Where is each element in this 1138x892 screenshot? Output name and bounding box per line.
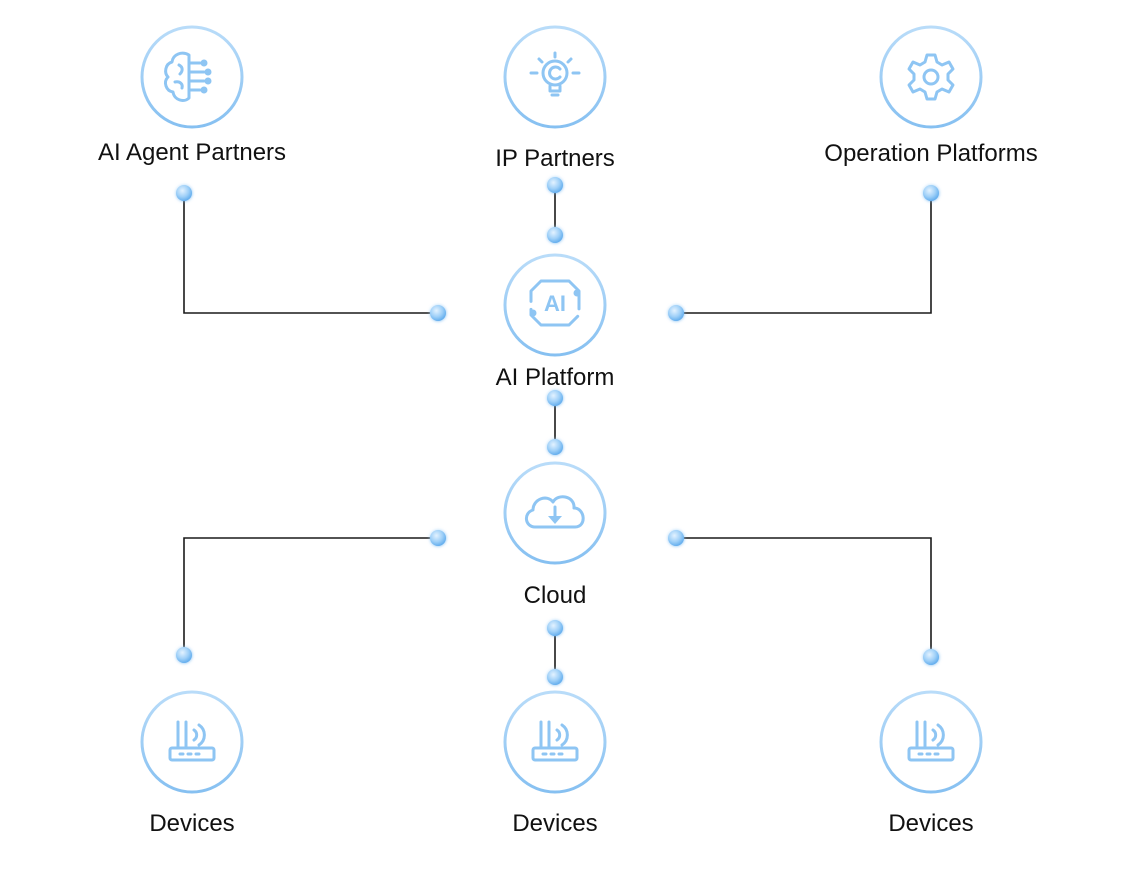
connector-dot xyxy=(547,620,563,636)
node-label: Operation Platforms xyxy=(824,140,1037,167)
connector-cloud-to-devices-left xyxy=(183,537,438,655)
connector-dot xyxy=(430,305,446,321)
node-devices-left: Devices xyxy=(140,690,244,837)
node-ai-agent-partners: AI Agent Partners xyxy=(98,25,286,166)
node-ai-platform: AI AI Platform xyxy=(496,253,615,391)
gear-icon xyxy=(907,53,955,101)
connector-dot xyxy=(430,530,446,546)
node-devices-center: Devices xyxy=(503,690,607,837)
node-operation-platforms: Operation Platforms xyxy=(824,25,1038,167)
router-icon xyxy=(168,720,216,762)
brain-circuit-icon xyxy=(164,51,212,102)
connector-agent-to-ai-platform xyxy=(183,193,438,314)
connector-dot xyxy=(668,530,684,546)
connector-dot xyxy=(176,647,192,663)
connector-dot xyxy=(923,185,939,201)
node-label: Devices xyxy=(149,810,234,837)
connector-dot xyxy=(547,227,563,243)
connector-dot xyxy=(547,439,563,455)
connector-dot xyxy=(923,649,939,665)
node-devices-right: Devices xyxy=(879,690,983,837)
node-label: AI Agent Partners xyxy=(98,139,286,166)
cloud-download-icon xyxy=(525,495,585,529)
node-label: AI Platform xyxy=(496,364,615,391)
connectors xyxy=(183,185,932,677)
node-label: IP Partners xyxy=(495,145,615,172)
ai-chip-text: AI xyxy=(544,291,566,316)
connector-operation-to-ai-platform xyxy=(676,193,932,314)
connector-dot xyxy=(176,185,192,201)
ai-chip-icon: AI xyxy=(529,279,581,327)
connector-cloud-to-devices-right xyxy=(676,537,932,657)
connector-dot xyxy=(547,390,563,406)
node-label: Cloud xyxy=(524,582,587,609)
node-label: Devices xyxy=(888,810,973,837)
node-ip-partners: IP Partners xyxy=(495,25,615,172)
connector-dot xyxy=(547,669,563,685)
router-icon xyxy=(531,720,579,762)
lightbulb-copyright-icon xyxy=(529,51,581,97)
router-icon xyxy=(907,720,955,762)
connector-dots xyxy=(176,177,939,685)
node-cloud: Cloud xyxy=(503,461,607,609)
node-label: Devices xyxy=(512,810,597,837)
connector-dot xyxy=(668,305,684,321)
connector-dot xyxy=(547,177,563,193)
